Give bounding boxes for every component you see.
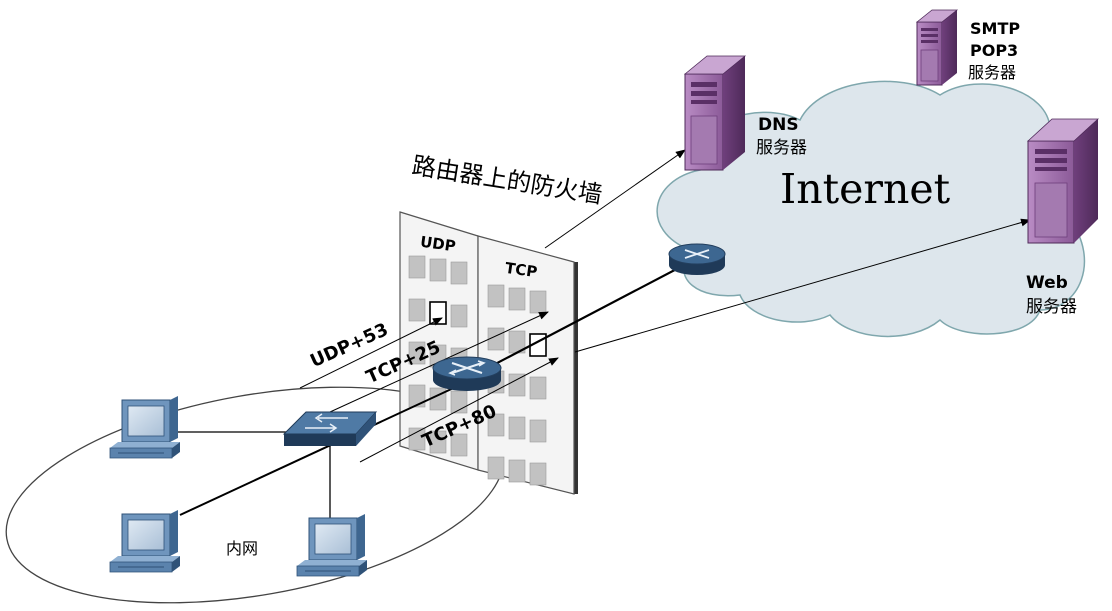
tcp-port-cell xyxy=(487,284,505,308)
dns-server-label-line1: DNS xyxy=(758,115,799,135)
udp-port-cell xyxy=(429,301,447,325)
udp-port-cell xyxy=(429,430,447,454)
udp-port-cell xyxy=(450,433,468,457)
pc-icon-top xyxy=(109,396,180,459)
tcp-port-cell xyxy=(508,459,526,483)
tcp-port-cell xyxy=(487,456,505,480)
mail-server-label-line1: SMTP xyxy=(970,19,1021,38)
tcp-port-cell xyxy=(508,373,526,397)
tcp-port-cell xyxy=(529,419,547,443)
tcp-port-cell xyxy=(529,290,547,314)
internet-title: Internet xyxy=(780,165,951,213)
web-server-label-line2: 服务器 xyxy=(1026,297,1077,317)
connection-lines xyxy=(178,149,1031,518)
dns-server-icon xyxy=(683,55,747,171)
udp-port-cell xyxy=(408,255,426,279)
tcp-port-cell xyxy=(529,376,547,400)
web-server-icon xyxy=(1026,118,1100,244)
tcp-port-cell xyxy=(508,287,526,311)
udp-port-cell xyxy=(429,387,447,411)
tcp-port-cell xyxy=(508,416,526,440)
tcp-port-cell xyxy=(529,462,547,486)
udp-port-cell xyxy=(408,341,426,365)
dns-server-label-line2: 服务器 xyxy=(756,138,807,158)
udp-port-cell xyxy=(408,384,426,408)
pc-icon-bottom-right xyxy=(296,514,367,577)
udp-port-cell xyxy=(408,298,426,322)
firewall-router-icon xyxy=(432,356,502,391)
lan-label: 内网 xyxy=(226,539,259,558)
mail-server-label-line2: POP3 xyxy=(970,41,1019,60)
web-server-label-line1: Web xyxy=(1026,273,1068,293)
internet-router-icon xyxy=(668,243,726,275)
tcp-port-cell xyxy=(487,413,505,437)
mail-server-label-line3: 服务器 xyxy=(968,63,1017,82)
udp-port-cell xyxy=(429,258,447,282)
tcp-port-cell xyxy=(487,327,505,351)
mail-server-icon xyxy=(915,9,959,86)
lan-switch-icon xyxy=(282,411,378,446)
pc-icon-bottom-left xyxy=(109,510,180,573)
udp-port-cell xyxy=(408,427,426,451)
udp-port-cell xyxy=(450,261,468,285)
udp-port-cell xyxy=(450,304,468,328)
